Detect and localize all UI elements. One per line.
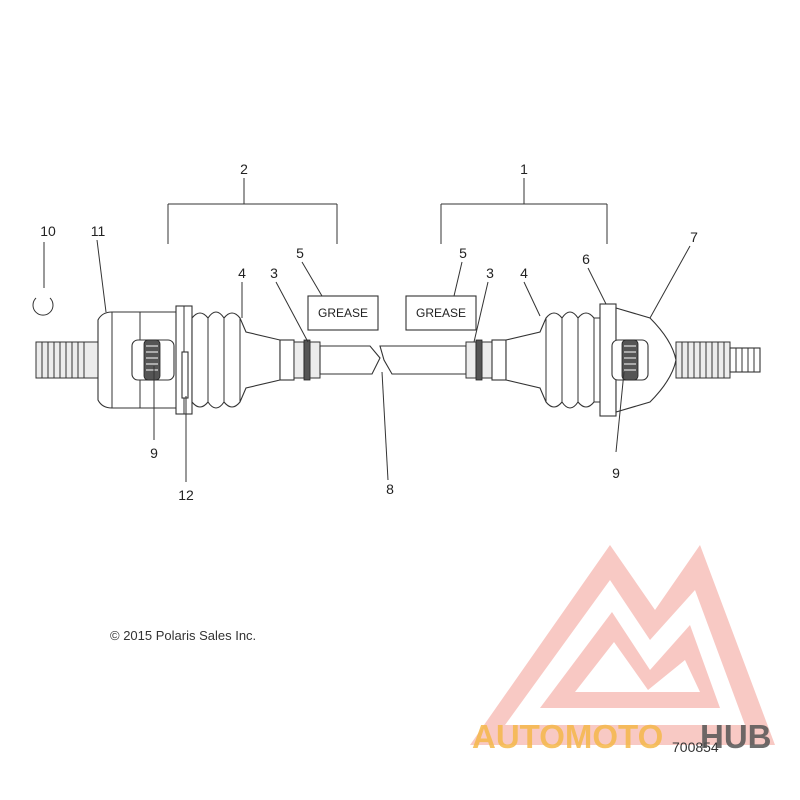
grease-box-right: GREASE — [405, 295, 477, 331]
watermark-text-automoto: AUTOMOTO — [472, 718, 663, 755]
callout-7: 7 — [690, 229, 698, 245]
callout-9-right: 9 — [612, 465, 620, 481]
callout-10: 10 — [40, 223, 56, 239]
outer-cv-joint — [611, 307, 677, 413]
center-shaft — [319, 345, 467, 375]
left-splined-stub — [35, 341, 99, 379]
leader-lines — [43, 239, 691, 482]
watermark-text: AUTOMOTO HUB — [472, 718, 772, 755]
callout-3-right: 3 — [486, 265, 494, 281]
callout-5-right: 5 — [459, 245, 467, 261]
right-splined-stub — [675, 341, 761, 379]
watermark-text-hub: HUB — [700, 718, 772, 755]
circlip-ring — [32, 297, 54, 316]
callout-3-left: 3 — [270, 265, 278, 281]
right-boot-clamp — [465, 339, 507, 381]
left-boot-clamp — [279, 339, 321, 381]
callout-11: 11 — [91, 223, 106, 239]
part-number: 700854 — [672, 739, 719, 755]
callout-4-left: 4 — [238, 265, 246, 281]
callout-4-right: 4 — [520, 265, 528, 281]
grease-box-left: GREASE — [307, 295, 379, 331]
bracket-assembly-2 — [167, 178, 338, 244]
grease-label-left: GREASE — [318, 306, 368, 320]
callout-9-left: 9 — [150, 445, 158, 461]
callout-8: 8 — [386, 481, 394, 497]
callout-2: 2 — [240, 161, 248, 177]
callout-1: 1 — [520, 161, 528, 177]
bracket-assembly-1 — [440, 178, 608, 244]
callout-6: 6 — [582, 251, 590, 267]
inner-cv-housing — [97, 305, 193, 415]
grease-label-right: GREASE — [416, 306, 466, 320]
copyright-text: © 2015 Polaris Sales Inc. — [110, 628, 256, 643]
left-boot — [191, 311, 281, 409]
callout-5-left: 5 — [296, 245, 304, 261]
right-boot — [505, 311, 605, 409]
watermark-logo — [470, 545, 775, 745]
callout-12: 12 — [178, 487, 194, 503]
